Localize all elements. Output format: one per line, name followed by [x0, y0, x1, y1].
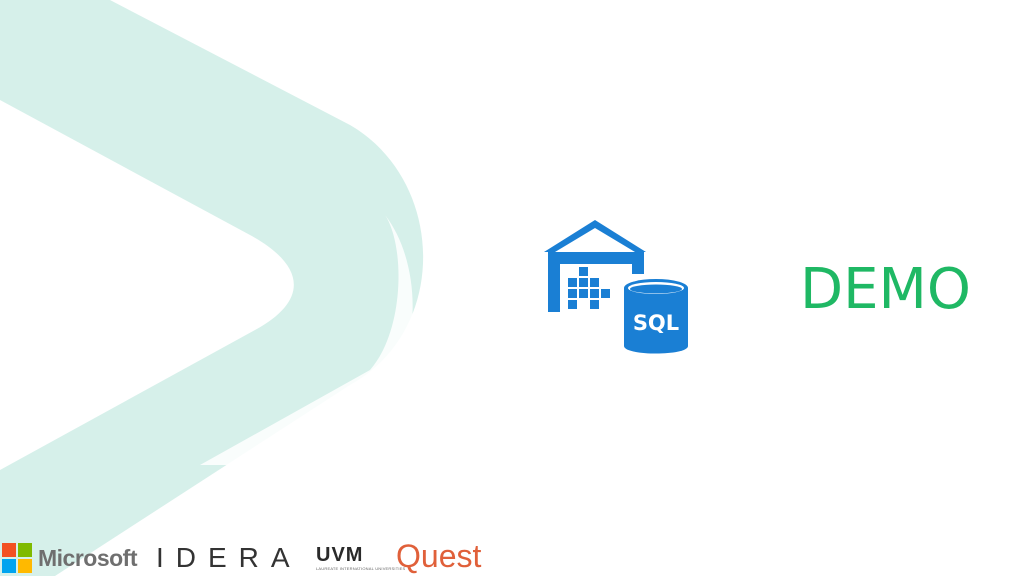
uvm-subtitle: LAUREATE INTERNATIONAL UNIVERSITIES: [316, 566, 406, 571]
quest-logo: Quest: [396, 538, 482, 574]
sql-data-warehouse-icon: SQL: [544, 220, 688, 354]
slide-title: DEMO: [800, 257, 971, 322]
sql-icon-label: SQL: [633, 311, 679, 335]
idera-logo: IDERA: [156, 542, 302, 573]
uvm-logo: UVM LAUREATE INTERNATIONAL UNIVERSITIES: [316, 544, 406, 572]
uvm-wordmark: UVM: [316, 544, 364, 566]
microsoft-logo: Microsoft: [2, 543, 138, 573]
sponsor-logos: Microsoft IDERA UVM LAUREATE INTERNATION…: [0, 538, 520, 576]
microsoft-squares-icon: [2, 543, 32, 573]
microsoft-wordmark: Microsoft: [38, 544, 138, 571]
